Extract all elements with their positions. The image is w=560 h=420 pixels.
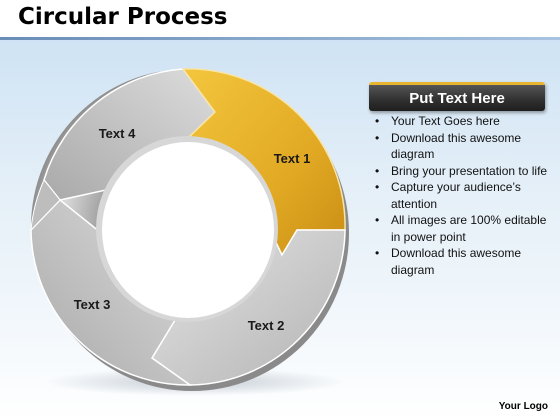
ring-hole [102, 142, 274, 318]
bullet-item: Download this awesome diagram [372, 130, 552, 163]
title-divider [0, 37, 560, 40]
circular-process-diagram: Text 1 Text 2 Text 3 Text 4 [30, 68, 349, 396]
segment-4-label: Text 4 [99, 126, 136, 141]
page-title: Circular Process [18, 4, 228, 30]
bullet-item: Bring your presentation to life [372, 163, 552, 180]
segment-3-label: Text 3 [74, 297, 111, 312]
segment-1-label: Text 1 [274, 151, 311, 166]
logo-text: Your Logo [498, 401, 548, 412]
segment-2-label: Text 2 [248, 318, 285, 333]
segment-4-tail [30, 179, 61, 232]
bullet-item: All images are 100% editable in power po… [372, 212, 552, 245]
bullet-item: Your Text Goes here [372, 113, 552, 130]
bullet-list: Your Text Goes here Download this awesom… [372, 113, 552, 278]
panel-header: Put Text Here [369, 82, 545, 111]
bullet-item: Capture your audience’s attention [372, 179, 552, 212]
bullet-item: Download this awesome diagram [372, 245, 552, 278]
